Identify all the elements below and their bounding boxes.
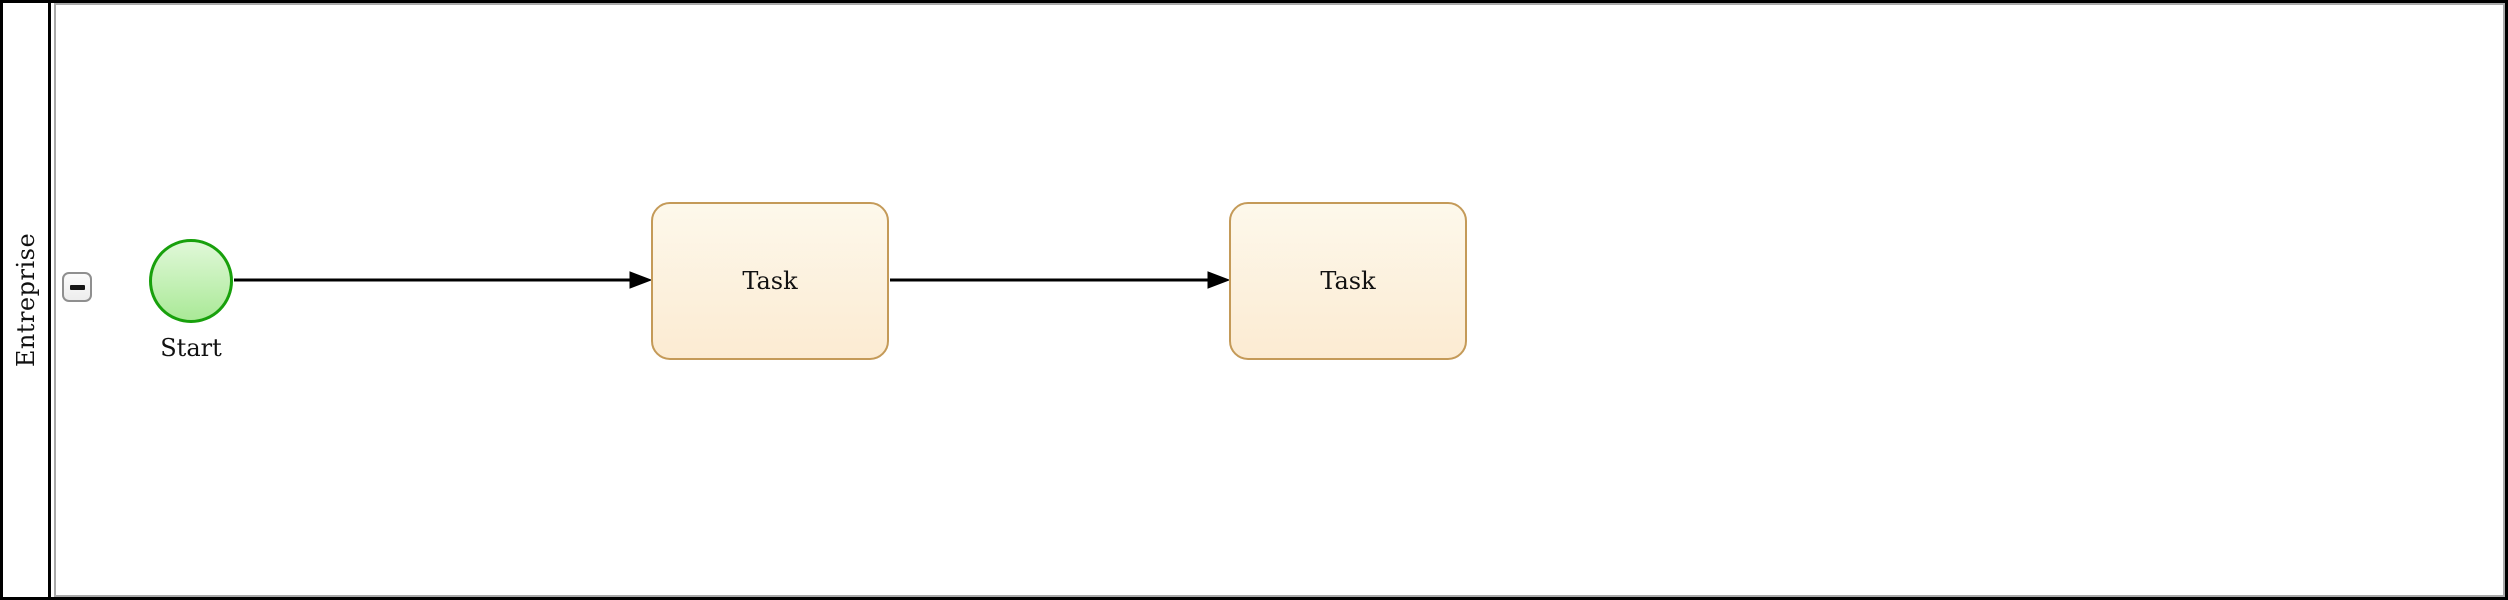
pool-collapse-button[interactable]	[62, 272, 92, 302]
lane-body	[54, 3, 2505, 597]
task-label: Task	[1320, 267, 1376, 295]
pool-header-entreprise[interactable]: Entreprise	[3, 3, 51, 597]
start-event-label: Start	[160, 334, 222, 362]
pool-label: Entreprise	[11, 232, 40, 368]
task-label: Task	[742, 267, 798, 295]
start-event-node[interactable]	[149, 239, 233, 323]
task-node-1[interactable]: Task	[651, 202, 889, 360]
task-node-2[interactable]: Task	[1229, 202, 1467, 360]
minus-icon	[69, 284, 85, 290]
